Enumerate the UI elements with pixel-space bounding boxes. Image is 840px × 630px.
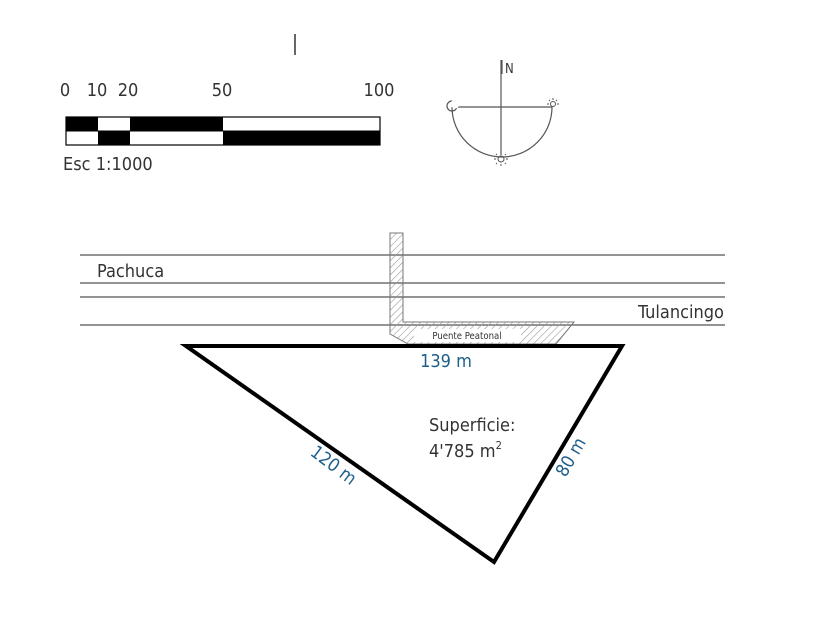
scale-caption: Esc 1:1000 (63, 154, 153, 175)
scale-bar: 0 10 20 50 100 Esc 1:1000 (60, 80, 395, 175)
scale-segment-top-20-50 (130, 117, 223, 131)
sun-south-icon (494, 152, 508, 166)
scale-tick-10: 10 (87, 80, 108, 101)
pedestrian-bridge: Puente Peatonal (389, 232, 576, 345)
area-title: Superficie: (429, 415, 515, 436)
plot-boundary: 139 m 120 m 80 m Superficie: 4'785 m2 (179, 344, 626, 565)
moon-icon (446, 99, 460, 112)
area-value: 4'785 m2 (429, 439, 502, 462)
bridge-hatch (389, 232, 576, 345)
area-value-text: 4'785 m (429, 441, 496, 462)
scale-tick-50: 50 (212, 80, 233, 101)
dimension-top: 139 m (420, 351, 472, 372)
scale-segment-bottom-10-20 (98, 131, 130, 145)
road-label-pachuca: Pachuca (97, 261, 164, 282)
area-unit-exponent: 2 (496, 439, 502, 452)
scale-segment-bottom-50-100 (223, 131, 380, 145)
scale-bar-ticks: 0 10 20 50 100 (60, 80, 395, 101)
scale-tick-20: 20 (118, 80, 139, 101)
sun-east-icon (547, 98, 559, 107)
scale-tick-0: 0 (60, 80, 70, 101)
road-label-tulancingo: Tulancingo (637, 302, 724, 323)
north-arrow: N (446, 60, 559, 166)
north-label: N (505, 62, 514, 77)
scale-segment-top-0-10 (66, 117, 98, 131)
plot-triangle (179, 344, 626, 565)
bridge-label: Puente Peatonal (432, 331, 501, 342)
scale-tick-100: 100 (364, 80, 395, 101)
